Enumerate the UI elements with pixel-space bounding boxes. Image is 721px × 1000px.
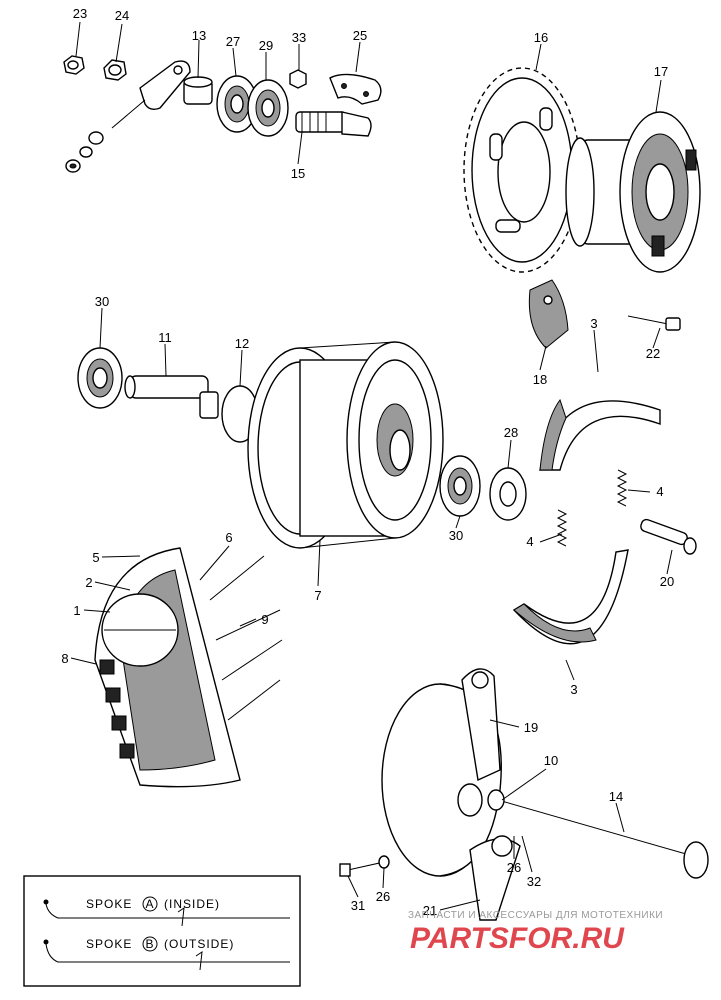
watermark-tagline: ЗАПЧАСТИ И АКСЕССУАРЫ ДЛЯ МОТОТЕХНИКИ [408,910,663,921]
axle-nut-24 [103,59,127,81]
watermark-logo: PARTSFOR.RU [410,922,625,955]
leader-lines [70,21,673,911]
watermark-logo-part2: FOR.RU [509,922,625,955]
label-32: 32 [527,874,541,889]
label-17: 17 [654,64,668,79]
brake-shoe-lower [512,549,629,645]
label-30-right: 30 [449,528,463,543]
spoke-legend: SPOKE A (INSIDE) SPOKE B (OUTSIDE) [23,875,301,987]
label-23: 23 [73,6,87,21]
brake-cam-lever-21 [469,835,521,921]
label-26-right: 26 [507,860,521,875]
spoke-a-letter: A [145,897,154,911]
axle-11 [124,375,219,419]
watermark-logo-part1: PARTS [410,922,509,955]
sprocket-hub-17 [565,111,701,273]
bracket-25 [329,73,382,105]
collar-28 [489,467,527,521]
label-12: 12 [235,336,249,351]
bearing-30-left [77,347,123,409]
bearing-30-right [439,455,481,517]
label-6: 6 [225,530,232,545]
label-27: 27 [226,34,240,49]
rear-hub-7 [247,341,444,549]
spoke-a-suffix: (INSIDE) [164,897,220,911]
bolt-31 [339,861,385,877]
spoke-b-letter: B [145,937,154,951]
spoke-a-icon [43,899,290,919]
spring-4-center [556,509,568,547]
label-11: 11 [158,330,172,345]
label-18: 18 [533,372,547,387]
spoke-b-prefix: SPOKE [86,937,132,951]
label-26-left: 26 [376,889,390,904]
label-15: 15 [291,166,305,181]
spoke-b-icon [43,939,290,963]
stud-15 [295,111,372,137]
bolt-22 [627,315,681,331]
label-20: 20 [660,574,674,589]
spring-4-right [616,469,628,507]
arm-19 [461,668,501,782]
washer-26 [378,855,390,869]
label-9: 9 [261,612,268,627]
label-19: 19 [524,720,538,735]
label-7: 7 [314,588,321,603]
label-33: 33 [292,30,306,45]
torque-rod-14 [487,789,709,879]
label-4-center: 4 [526,534,533,549]
pin-20 [640,518,697,555]
spoke-b-suffix: (OUTSIDE) [164,937,234,951]
label-28: 28 [504,425,518,440]
label-29: 29 [259,38,273,53]
washer-stack [65,131,104,173]
label-21: 21 [423,903,437,918]
label-16: 16 [534,30,548,45]
label-30-left: 30 [95,294,109,309]
spoke-a-prefix: SPOKE [86,897,132,911]
sprocket-16 [463,67,581,273]
damper-18 [528,279,569,349]
label-4-right: 4 [656,484,663,499]
label-31: 31 [351,898,365,913]
chain-adjuster [111,60,191,129]
label-14: 14 [609,789,623,804]
label-8: 8 [61,651,68,666]
label-22: 22 [646,346,660,361]
bearing-29 [247,79,289,137]
nut-33 [289,69,307,89]
bearing-27 [216,75,258,133]
axle-nut-23 [63,55,85,75]
label-10: 10 [544,753,558,768]
label-3-lower: 3 [570,682,577,697]
label-3-upper: 3 [590,316,597,331]
label-5: 5 [92,550,99,565]
collar-13 [183,76,213,105]
part-number-labels: 23 24 13 27 29 33 25 15 16 17 30 11 12 1… [61,6,674,918]
watermark: ЗАПЧАСТИ И АКСЕССУАРЫ ДЛЯ МОТОТЕХНИКИ PA… [408,910,663,955]
label-24: 24 [115,8,129,23]
label-25: 25 [353,28,367,43]
label-2: 2 [85,575,92,590]
tire-and-rim-section [94,547,283,788]
label-1: 1 [73,603,80,618]
brake-shoe-upper [539,398,661,471]
label-13: 13 [192,28,206,43]
